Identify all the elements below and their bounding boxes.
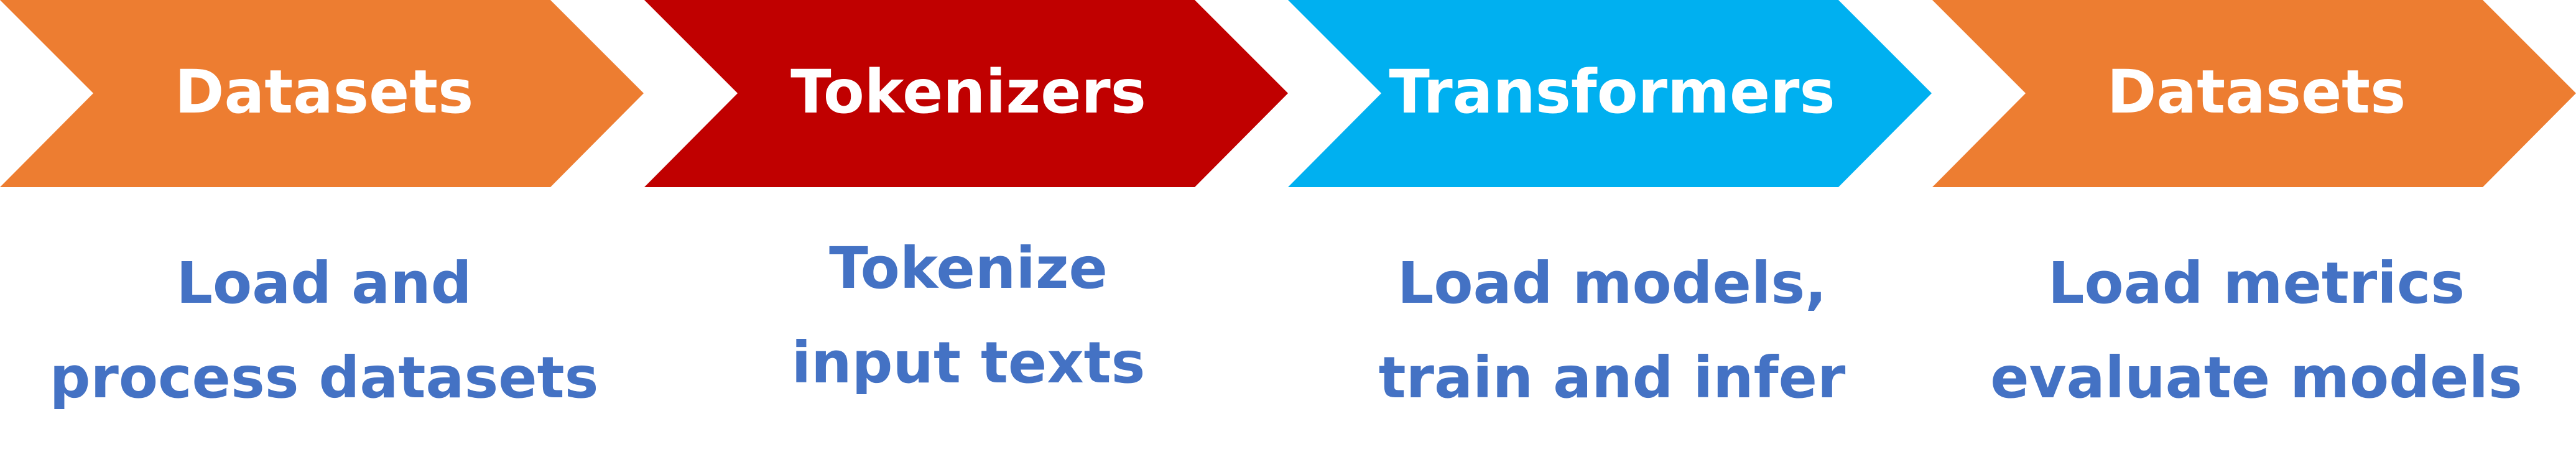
chevron-arrow (644, 0, 1288, 187)
description-line: train and infer (1378, 344, 1846, 411)
chevron-arrow (1288, 0, 1932, 187)
chevron-datasets-metrics: Datasets (1932, 0, 2576, 187)
stage-description: Tokenize input texts (644, 221, 1292, 410)
description-line: Load models, (1397, 250, 1827, 316)
stage-description: Load models, train and infer (1288, 236, 1936, 425)
description-line: process datasets (49, 344, 599, 411)
description-line: input texts (791, 330, 1146, 396)
stage-tokenizers: Tokenizers Tokenize input texts (644, 0, 1292, 475)
stage-description: Load and process datasets (0, 236, 648, 425)
stage-title: Datasets (2106, 57, 2406, 127)
chevron-transformers: Transformers (1288, 0, 1936, 187)
chevron-arrow (1932, 0, 2576, 187)
stage-datasets-evaluate: Datasets Load metrics evaluate models (1932, 0, 2576, 475)
description-line: Load and (176, 250, 472, 316)
chevron-shape (1932, 0, 2576, 187)
description-line: evaluate models (1990, 344, 2523, 411)
chevron-datasets: Datasets (0, 0, 648, 187)
stage-transformers: Transformers Load models, train and infe… (1288, 0, 1936, 475)
chevron-shape (0, 0, 644, 187)
stage-title: Transformers (1389, 57, 1835, 127)
chevron-tokenizers: Tokenizers (644, 0, 1292, 187)
chevron-arrow (0, 0, 644, 187)
chevron-shape (1288, 0, 1932, 187)
stage-datasets-load: Datasets Load and process datasets (0, 0, 648, 475)
stage-title: Tokenizers (790, 57, 1146, 127)
description-line: Load metrics (2047, 250, 2465, 316)
description-line: Tokenize (829, 235, 1108, 302)
chevron-shape (644, 0, 1288, 187)
stage-description: Load metrics evaluate models (1932, 236, 2576, 425)
stage-title: Datasets (174, 57, 474, 127)
